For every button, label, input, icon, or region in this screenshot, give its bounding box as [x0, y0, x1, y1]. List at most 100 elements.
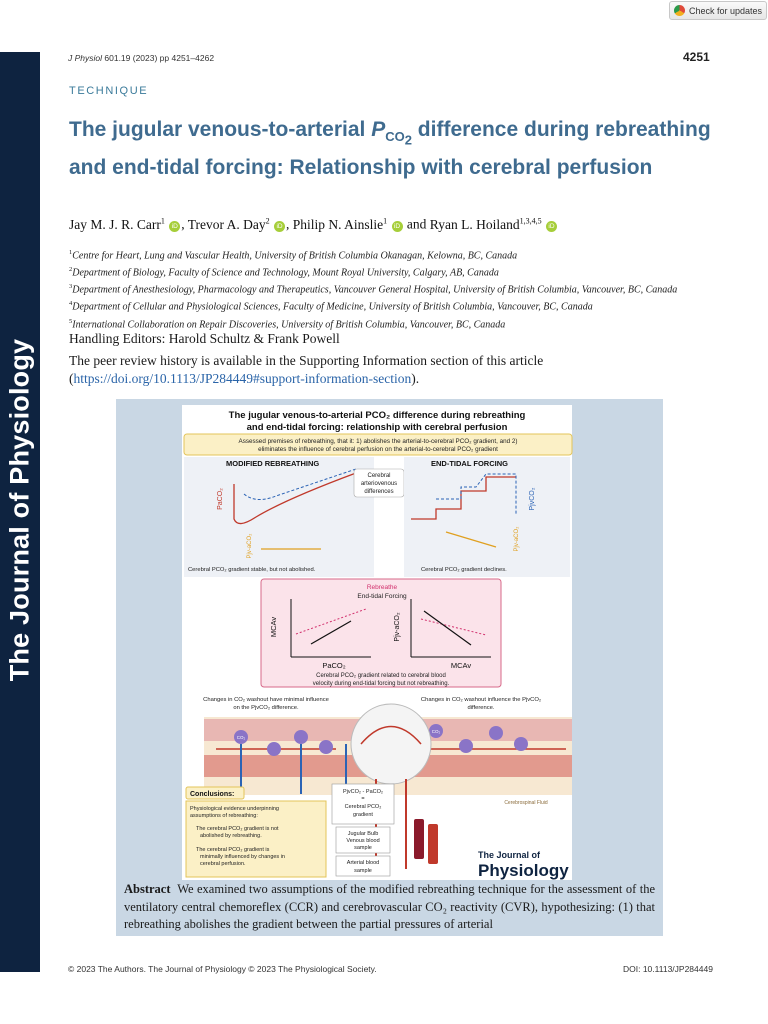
article-title: The jugular venous-to-arterial PCO2 diff… — [69, 116, 719, 181]
rebreathing-caption: Cerebral PCO₂ gradient stable, but not a… — [188, 567, 316, 573]
arterial-box — [335, 855, 391, 877]
affiliation: 1Centre for Heart, Lung and Vascular Hea… — [69, 249, 518, 262]
affiliation: 5International Collaboration on Repair D… — [69, 317, 506, 330]
sidebar-journal-name: The Journal of Physiology — [4, 338, 35, 682]
etf-gradient-line — [445, 531, 497, 548]
orcid-icon[interactable]: iD — [274, 220, 286, 232]
conclusions-intro-1: Physiological evidence underpinning — [190, 806, 279, 812]
crossmark-icon — [674, 5, 685, 16]
section-label: TECHNIQUE — [69, 85, 149, 97]
orcid-icon[interactable]: iD — [391, 220, 403, 232]
paco2-rebreathe-line — [233, 472, 357, 525]
pjva-y-label: Pjv-aCO₂ — [394, 612, 401, 641]
logo-big: Physiology — [478, 861, 569, 880]
conclusion-bullet-2b: minimally influenced by changes in — [200, 854, 285, 860]
check-for-updates-label: Check for updates — [689, 5, 763, 16]
paco2-x-label: PaCO₂ — [322, 661, 345, 670]
jugular-2: Venous blood — [346, 838, 379, 844]
volume-pages: 601.19 (2023) pp 4251–4262 — [104, 53, 215, 63]
jugular-box — [335, 826, 391, 854]
orcid-icon[interactable]: iD — [169, 220, 181, 232]
formula-box — [331, 783, 395, 825]
doi[interactable]: DOI: 10.1113/JP284449 — [623, 964, 713, 974]
etf-panel — [404, 457, 570, 577]
title-part-1: The jugular venous-to-arterial — [69, 118, 372, 141]
rebreathe-pjva-line — [420, 618, 487, 636]
page-number: 4251 — [683, 50, 710, 64]
mcav-box — [260, 578, 502, 688]
etf-caption: Cerebral PCO₂ gradient declines. — [421, 567, 507, 573]
author[interactable]: Ryan L. Hoiland1,3,4,5 — [429, 216, 542, 232]
check-for-updates-button[interactable]: Check for updates — [669, 1, 767, 20]
arterial-tube — [428, 824, 438, 864]
etf-pjva-line — [423, 610, 472, 646]
pjva-axis-label-right: Pjv-aCO₂ — [514, 526, 520, 552]
graphical-abstract-svg: The jugular venous-to-arterial PCO₂ diff… — [182, 405, 573, 880]
figure-title-1: The jugular venous-to-arterial PCO₂ diff… — [229, 410, 526, 421]
paco2-etf-line — [411, 476, 516, 520]
title-p-symbol: P — [371, 118, 386, 141]
journal-reference: J Physiol 601.19 (2023) pp 4251–4262 — [68, 53, 214, 63]
cerebral-artery — [360, 725, 422, 745]
conclusion-bullet-2a: The cerebral PCO₂ gradient is — [196, 847, 270, 853]
author-separator: , — [286, 216, 293, 232]
mcav-y-label: MCAv — [269, 617, 278, 638]
abstract-heading: Abstract — [124, 882, 171, 896]
pjvco2-axis-label: PjvCO₂ — [529, 487, 536, 510]
arterial-1: Arterial blood — [347, 860, 379, 866]
cerebral-av-label-2: arteriovenous — [361, 481, 397, 487]
washout-right-2: difference. — [468, 705, 495, 711]
conclusion-bullet-1a: The cerebral PCO₂ gradient is not — [196, 826, 279, 832]
mcav-caption-2: velocity during end-tidal forcing but no… — [313, 681, 450, 687]
cerebral-av-label-3: differences — [364, 489, 393, 495]
peer-review-text: The peer review history is available in … — [69, 353, 544, 368]
figure-title-2: and end-tidal forcing: relationship with… — [247, 422, 508, 433]
formula-3: Cerebral PCO₂ — [345, 804, 382, 810]
formula-4: gradient — [353, 812, 373, 818]
mcav-x-label: MCAv — [451, 661, 472, 670]
title-part-2: difference during rebreathing and end-ti… — [69, 118, 711, 179]
washout-left-2: on the PjvCO₂ difference. — [233, 705, 299, 711]
author[interactable]: Jay M. J. R. Carr1 — [69, 216, 165, 232]
title-p-subscript: CO — [385, 129, 405, 145]
formula-2: = — [361, 796, 364, 802]
premise-line-1: Assessed premises of rebreathing, that i… — [239, 438, 518, 445]
affiliations: 1Centre for Heart, Lung and Vascular Hea… — [69, 246, 677, 332]
logo-small: The Journal of — [478, 850, 541, 860]
pjva-axis-label: Pjv-aCO₂ — [247, 533, 253, 559]
author[interactable]: Trevor A. Day2 — [187, 216, 270, 232]
conclusion-bullet-1b: abolished by rebreathing. — [200, 833, 262, 839]
orcid-icon[interactable]: iD — [546, 220, 557, 232]
premise-box — [183, 433, 573, 456]
author-list: Jay M. J. R. Carr1 iD, Trevor A. Day2 iD… — [69, 216, 558, 233]
author[interactable]: Philip N. Ainslie1 — [292, 216, 388, 232]
conclusions-tag — [185, 786, 245, 800]
conclusions-intro-2: assumptions of rebreathing: — [190, 813, 258, 819]
affiliation: 2Department of Biology, Faculty of Scien… — [69, 266, 499, 279]
csf-label: Cerebrospinal Fluid — [504, 800, 548, 806]
premise-line-2: eliminates the influence of cerebral per… — [258, 446, 498, 453]
title-p-subscript-2: 2 — [404, 132, 412, 148]
legend-etf: End-tidal Forcing — [357, 593, 407, 600]
pjvco2-etf-line — [436, 473, 517, 514]
peer-review-note: The peer review history is available in … — [69, 352, 699, 388]
handling-editors: Handling Editors: Harold Schultz & Frank… — [69, 331, 340, 346]
cerebral-av-label-1: Cerebral — [367, 473, 390, 479]
co2-label: CO₂ — [432, 729, 441, 734]
arterial-2: sample — [354, 868, 372, 874]
journal-abbreviation: J Physiol — [68, 53, 103, 63]
jugular-1: Jugular Bulb — [348, 831, 379, 837]
conclusions-title: Conclusions: — [190, 791, 234, 798]
abstract: Abstract We examined two assumptions of … — [124, 881, 655, 934]
affiliation: 3Department of Anesthesiology, Pharmacol… — [69, 283, 678, 296]
conclusions-box — [185, 800, 327, 878]
formula-1: PjvCO₂ - PaCO₂ — [343, 789, 383, 795]
author-separator: and — [403, 216, 430, 232]
co2-label: CO₂ — [237, 735, 246, 740]
supporting-info-link[interactable]: https://doi.org/10.1113/JP284449#support… — [73, 371, 412, 386]
paren: ( — [69, 371, 74, 386]
paco2-axis-label: PaCO₂ — [217, 488, 224, 510]
rebreathing-panel — [184, 457, 374, 577]
paren-close: ). — [411, 371, 420, 386]
rebreathe-mcav-line — [295, 608, 367, 635]
